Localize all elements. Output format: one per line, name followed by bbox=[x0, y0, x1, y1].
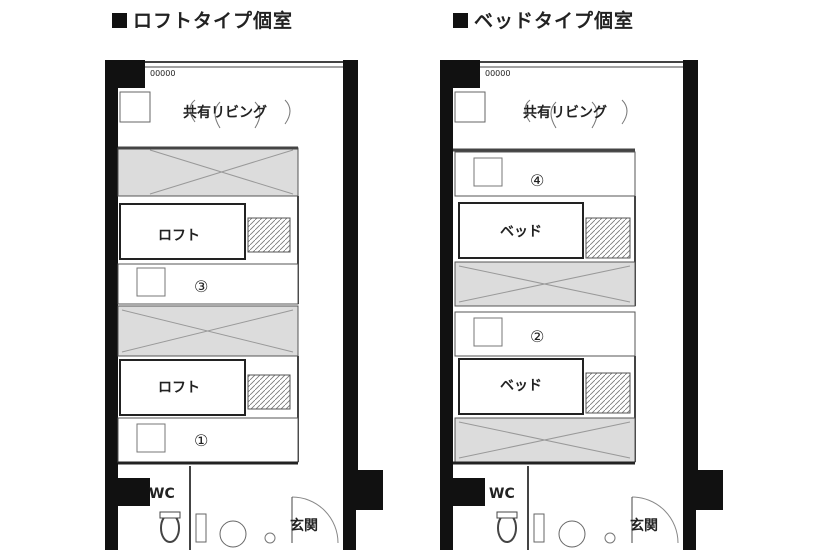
wc-label: WC bbox=[489, 486, 515, 502]
chair-icon bbox=[550, 101, 557, 129]
desk-icon bbox=[473, 157, 503, 187]
wall bbox=[440, 60, 453, 550]
bed bbox=[458, 358, 584, 415]
bed-label: ベッド bbox=[500, 224, 542, 240]
cabinet bbox=[119, 91, 151, 123]
chair-icon bbox=[284, 99, 291, 125]
room-3 bbox=[117, 263, 299, 305]
chair-icon bbox=[591, 101, 598, 129]
room-4 bbox=[454, 151, 636, 197]
wall bbox=[683, 470, 723, 510]
room-2 bbox=[454, 311, 636, 357]
wall bbox=[343, 60, 358, 485]
wc-label: WC bbox=[149, 486, 175, 502]
living-label: 共有リビング bbox=[523, 104, 607, 121]
black-square-icon bbox=[453, 13, 468, 28]
storage bbox=[585, 372, 631, 414]
black-square-icon bbox=[112, 13, 127, 28]
sink-icon bbox=[219, 520, 247, 548]
loft-ladder bbox=[247, 374, 291, 410]
desk-icon bbox=[473, 317, 503, 347]
loft-bed bbox=[119, 359, 246, 416]
chair-icon bbox=[189, 99, 196, 123]
plan-title-bed: ベッドタイプ個室 bbox=[453, 6, 634, 33]
storage bbox=[585, 217, 631, 259]
chair-icon bbox=[524, 99, 531, 123]
bed bbox=[458, 202, 584, 259]
living-label: 共有リビング bbox=[183, 104, 267, 121]
entrance-label: 玄関 bbox=[630, 517, 658, 534]
loft-label: ロフト bbox=[158, 380, 200, 396]
plan-loft: 00000 共有リビング ロフト ③ ロフト ① bbox=[105, 60, 383, 550]
door-swing bbox=[291, 496, 339, 544]
plan-title-loft: ロフトタイプ個室 bbox=[112, 6, 293, 33]
room-number: ④ bbox=[530, 171, 544, 190]
chair-icon bbox=[254, 101, 261, 129]
desk-icon bbox=[136, 423, 166, 453]
chair-icon bbox=[621, 99, 628, 125]
cabinet bbox=[454, 91, 486, 123]
loft-label: ロフト bbox=[158, 228, 200, 244]
wall bbox=[683, 60, 698, 485]
sink-icon bbox=[558, 520, 586, 548]
corridor bbox=[117, 147, 299, 197]
svg-text:00000: 00000 bbox=[485, 69, 510, 78]
wall bbox=[343, 470, 383, 510]
room-1 bbox=[117, 417, 299, 463]
window-mark: 00000 bbox=[150, 69, 175, 78]
room-number: ① bbox=[194, 431, 208, 450]
bed-label: ベッド bbox=[500, 378, 542, 394]
loft-bed bbox=[119, 203, 246, 260]
loft-ladder bbox=[247, 217, 291, 253]
wall bbox=[683, 510, 696, 550]
room-number: ② bbox=[530, 327, 544, 346]
chair-icon bbox=[214, 101, 221, 129]
desk-icon bbox=[136, 267, 166, 297]
plan-bed: 00000 共有リビング ④ ベッド ② ベッド bbox=[440, 60, 723, 550]
wall bbox=[105, 60, 118, 550]
void-mark bbox=[149, 149, 294, 195]
room-number: ③ bbox=[194, 277, 208, 296]
door-swing bbox=[631, 496, 679, 544]
wall bbox=[343, 510, 356, 550]
entrance-label: 玄関 bbox=[290, 517, 318, 534]
